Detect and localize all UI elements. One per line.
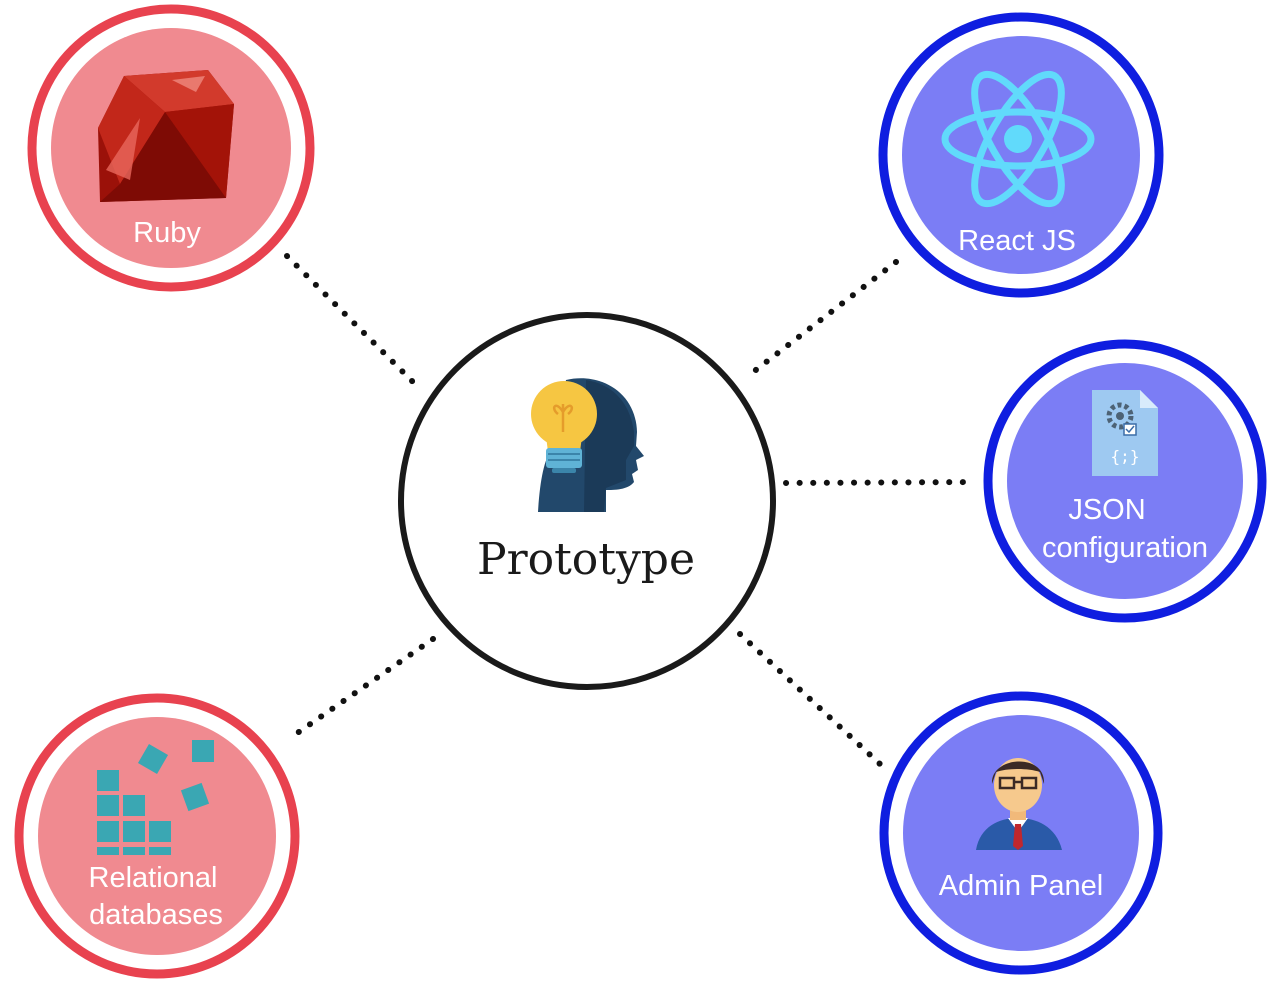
json-node[interactable]: {;} JSON configuration	[983, 339, 1267, 623]
idea-head-icon	[531, 378, 644, 512]
react-inner-circle	[902, 36, 1140, 274]
json-config-file-icon: {;}	[1092, 390, 1158, 476]
json-inner-circle	[1007, 363, 1243, 599]
center-node[interactable]: Prototype	[398, 312, 776, 690]
ruby-node[interactable]: Ruby	[27, 4, 315, 292]
react-atom-icon	[941, 70, 1095, 208]
relational-label-line2: databases	[89, 899, 223, 931]
connector-react	[745, 259, 899, 379]
react-label: React JS	[958, 225, 1076, 257]
relational-node[interactable]: Relational databases	[14, 693, 300, 979]
admin-node[interactable]: Admin Panel	[879, 691, 1163, 975]
svg-text:{;}: {;}	[1111, 447, 1140, 466]
connector-relational	[290, 636, 436, 739]
ruby-gem-icon	[98, 70, 234, 202]
ruby-label: Ruby	[133, 217, 201, 249]
center-label: Prototype	[477, 534, 695, 585]
admin-person-icon	[976, 758, 1062, 850]
react-node[interactable]: React JS	[878, 12, 1164, 298]
connector-admin	[737, 631, 883, 767]
database-blocks-icon	[97, 740, 214, 855]
relational-label-line1: Relational	[89, 862, 218, 894]
admin-label: Admin Panel	[939, 870, 1103, 902]
json-label-line1: JSON	[1068, 494, 1145, 526]
connector-ruby	[284, 253, 423, 392]
connector-json	[783, 479, 979, 486]
json-label-line2: configuration	[1042, 532, 1208, 564]
connectors	[284, 253, 979, 767]
